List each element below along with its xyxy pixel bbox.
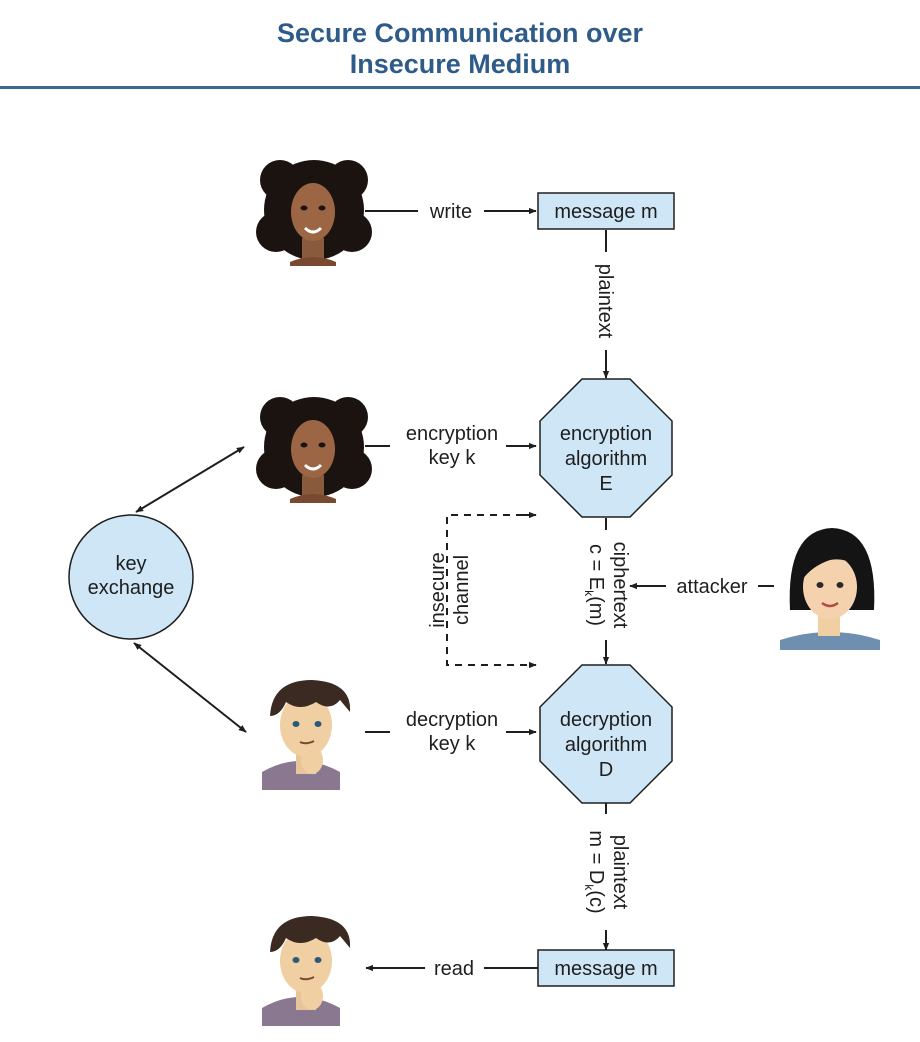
write-label: write: [429, 201, 472, 223]
key-exchange-node: [68, 514, 194, 640]
insecure-channel-edge: [446, 514, 537, 669]
title-line-1: Secure Communication over: [276, 18, 644, 48]
plaintext-bottom-label-line2: m = Dk(c): [582, 830, 607, 913]
ciphertext-label-line1: ciphertext: [609, 542, 631, 629]
attacker-label: attacker: [676, 576, 747, 598]
plaintext-bottom-label-line1: plaintext: [609, 835, 631, 910]
ciphertext-label: ciphertext c = Ek(m): [582, 542, 631, 629]
message-top-box: [537, 192, 675, 230]
key-exchange-label-line2: exchange: [88, 577, 175, 599]
insecure-channel-label-line1: insecure: [427, 552, 449, 628]
key-exchange-edge-upper: [135, 446, 245, 513]
sender-avatar-top: [256, 160, 372, 266]
page-title: Secure Communication over Insecure Mediu…: [0, 18, 920, 80]
encryption-key-label-line2: key k: [429, 447, 477, 469]
encryption-algorithm-node: [539, 378, 673, 518]
encryption-label-line3: E: [599, 473, 612, 495]
attacker-avatar: [780, 528, 880, 650]
encryption-label-line2: algorithm: [565, 448, 647, 470]
encryption-key-label-line1: encryption: [406, 423, 498, 445]
title-line-2: Insecure Medium: [349, 49, 571, 79]
key-exchange-label-line1: key: [115, 553, 146, 575]
decryption-label-line1: decryption: [560, 709, 652, 731]
ciphertext-label-line2: c = Ek(m): [582, 544, 607, 626]
decryption-key-label-line1: decryption: [406, 709, 498, 731]
insecure-channel-label: insecure channel: [427, 552, 473, 628]
sender-avatar-middle: [256, 397, 372, 503]
decryption-key-label-line2: key k: [429, 733, 477, 755]
receiver-avatar-middle: [262, 680, 351, 790]
message-top-label: message m: [554, 201, 657, 223]
decryption-label-line3: D: [599, 759, 613, 781]
receiver-avatar-bottom: [262, 916, 351, 1026]
decryption-algorithm-node: [539, 664, 673, 804]
decryption-label-line2: algorithm: [565, 734, 647, 756]
message-bottom-label: message m: [554, 958, 657, 980]
encryption-label-line1: encryption: [560, 423, 652, 445]
title-divider: [0, 86, 920, 89]
message-bottom-box: [537, 949, 675, 987]
plaintext-bottom-label: plaintext m = Dk(c): [582, 830, 631, 913]
key-exchange-edge-lower: [133, 642, 247, 733]
insecure-channel-label-line2: channel: [451, 555, 473, 625]
read-label: read: [434, 958, 474, 980]
plaintext-top-label: plaintext: [594, 264, 616, 339]
